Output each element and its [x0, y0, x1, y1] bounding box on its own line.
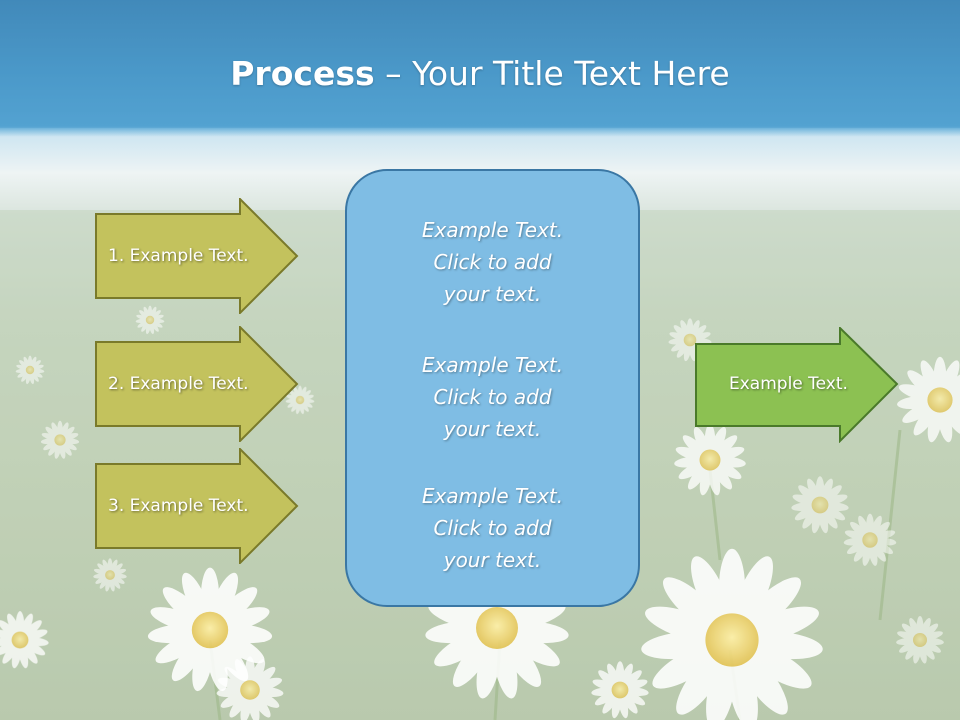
title-rest-part: – Your Title Text Here [374, 54, 730, 93]
input-arrow-2[interactable]: 2. Example Text. [95, 324, 299, 444]
title-bold-part: Process [230, 54, 375, 93]
input-arrow-2-label: 2. Example Text. [108, 374, 249, 394]
input-arrow-1-label: 1. Example Text. [108, 246, 249, 266]
input-arrow-2-shape [95, 324, 299, 444]
slide-title: Process – Your Title Text Here [0, 52, 960, 96]
input-arrow-3-shape [95, 446, 299, 566]
center-text-box[interactable]: Example Text. Click to add your text. Ex… [345, 169, 640, 607]
input-arrow-3-label: 3. Example Text. [108, 496, 249, 516]
center-paragraph-2: Example Text. Click to add your text. [421, 353, 564, 441]
output-arrow-shape [695, 325, 899, 444]
output-arrow-label: Example Text. [729, 374, 848, 394]
input-arrow-1[interactable]: 1. Example Text. [95, 196, 299, 316]
title-bar: Process – Your Title Text Here [0, 0, 960, 150]
input-arrow-1-shape [95, 196, 299, 316]
center-paragraph-1: Example Text. Click to add your text. [421, 218, 564, 306]
output-arrow[interactable]: Example Text. [695, 325, 899, 444]
input-arrow-3[interactable]: 3. Example Text. [95, 446, 299, 566]
center-paragraph-3: Example Text. Click to add your text. [421, 484, 564, 572]
